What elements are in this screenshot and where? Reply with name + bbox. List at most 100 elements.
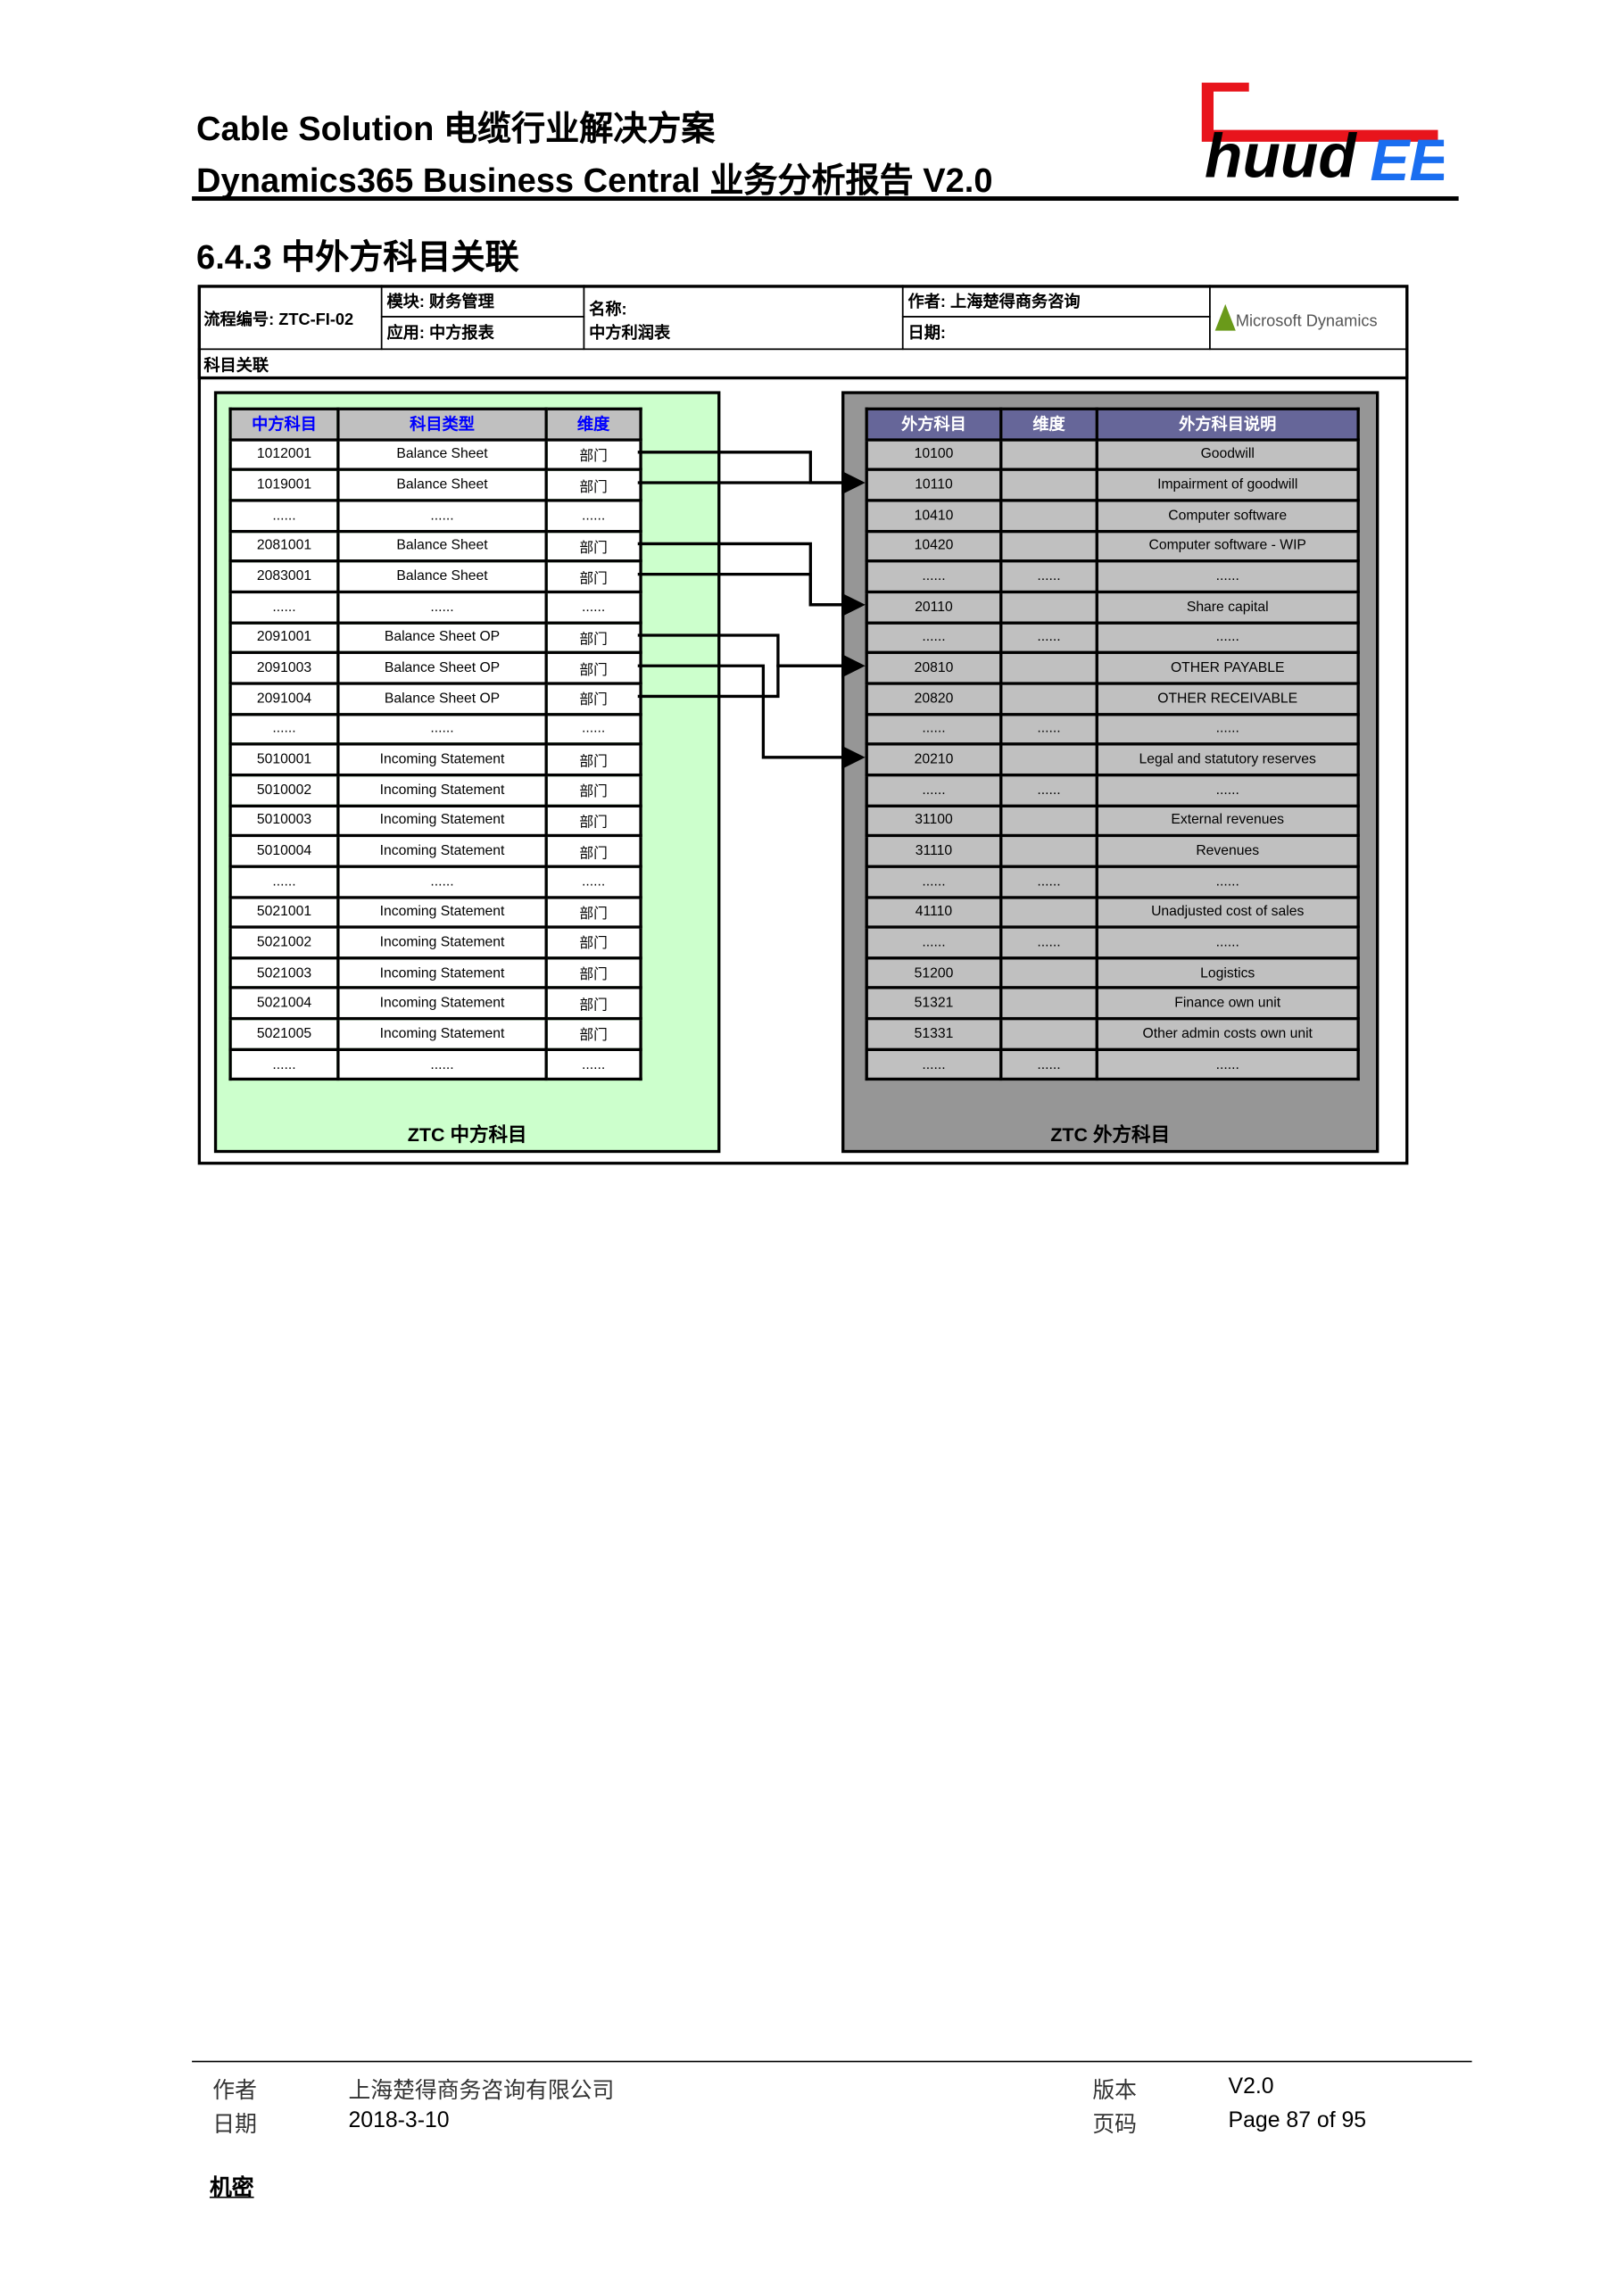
mapping-arrow: [637, 451, 866, 495]
table-cell: ......: [865, 620, 1003, 655]
table-cell: 20820: [865, 682, 1003, 716]
col-header: 维度: [544, 407, 642, 442]
col-header: 外方科目: [865, 407, 1003, 442]
table-cell: 部门: [544, 987, 642, 1021]
table-cell: 31110: [865, 834, 1003, 868]
table-cell: Balance Sheet OP: [336, 651, 548, 685]
foreign-account-row: 51321 Finance own unit: [865, 987, 1360, 1021]
subtitle: 科目关联: [197, 348, 1409, 380]
footer-version-value: V2.0: [1228, 2074, 1274, 2099]
table-cell: 31100: [865, 803, 1003, 838]
name-value: 中方利润表: [589, 324, 671, 343]
table-cell: 10420: [865, 529, 1003, 563]
table-cell: External revenues: [1095, 803, 1360, 838]
table-cell: 部门: [544, 559, 642, 593]
foreign-account-row: 31100 External revenues: [865, 803, 1360, 838]
table-cell: ......: [999, 865, 1098, 898]
header-title-2: Dynamics365 Business Central 业务分析报告 V2.0: [196, 161, 993, 200]
table-cell: ......: [999, 773, 1098, 807]
section-title: 6.4.3 中外方科目关联: [196, 237, 519, 277]
table-cell: ......: [865, 865, 1003, 898]
table-cell: ......: [544, 590, 642, 625]
footer-date-label: 日期: [212, 2112, 257, 2138]
table-cell: Finance own unit: [1095, 987, 1360, 1021]
table-cell: [999, 499, 1098, 533]
table-cell: 5010003: [228, 803, 340, 838]
table-cell: [999, 956, 1098, 990]
svg-text:EE: EE: [1370, 128, 1444, 186]
mapping-arrow: [637, 664, 866, 770]
table-cell: [999, 742, 1098, 777]
table-cell: 部门: [544, 651, 642, 685]
table-cell: 5010001: [228, 742, 340, 777]
foreign-account-row: ..................: [865, 865, 1360, 898]
table-cell: 5021005: [228, 1017, 340, 1051]
table-cell: 10100: [865, 437, 1003, 472]
table-cell: Incoming Statement: [336, 773, 548, 807]
table-cell: ......: [865, 712, 1003, 746]
table-cell: Incoming Statement: [336, 895, 548, 929]
foreign-account-row: ..................: [865, 773, 1360, 807]
table-cell: 5021004: [228, 987, 340, 1021]
table-cell: 20110: [865, 590, 1003, 625]
chinese-account-row: ..................: [228, 499, 642, 533]
table-cell: Impairment of goodwill: [1095, 468, 1360, 502]
table-cell: ......: [228, 590, 340, 625]
table-cell: ......: [544, 1047, 642, 1081]
col-header: 外方科目说明: [1095, 407, 1360, 442]
table-cell: [999, 895, 1098, 929]
table-cell: 部门: [544, 1017, 642, 1051]
table-cell: 部门: [544, 803, 642, 838]
table-cell: 2083001: [228, 559, 340, 593]
col-header: 科目类型: [336, 407, 548, 442]
table-cell: 51321: [865, 987, 1003, 1021]
table-cell: Legal and statutory reserves: [1095, 742, 1360, 777]
col-header: 维度: [999, 407, 1098, 442]
table-cell: [999, 803, 1098, 838]
table-cell: Balance Sheet: [336, 529, 548, 563]
footer-page-value: Page 87 of 95: [1228, 2107, 1367, 2133]
mapping-arrow: [637, 572, 866, 617]
table-cell: 5021002: [228, 925, 340, 960]
footer-date-value: 2018-3-10: [348, 2107, 450, 2133]
table-cell: ......: [865, 925, 1003, 960]
table-cell: 5021003: [228, 956, 340, 990]
table-cell: Balance Sheet: [336, 437, 548, 472]
foreign-account-row: ..................: [865, 559, 1360, 593]
dynamics-icon: [1214, 303, 1236, 331]
table-cell: 部门: [544, 834, 642, 868]
table-cell: Computer software - WIP: [1095, 529, 1360, 563]
table-cell: Balance Sheet OP: [336, 682, 548, 716]
table-cell: 20810: [865, 651, 1003, 685]
footer-rule: [192, 2060, 1472, 2063]
col-header: 中方科目: [228, 407, 340, 442]
table-cell: 2091003: [228, 651, 340, 685]
header-title-1: Cable Solution 电缆行业解决方案: [196, 109, 716, 148]
foreign-account-row: ..................: [865, 925, 1360, 960]
table-cell: Incoming Statement: [336, 925, 548, 960]
table-cell: [999, 468, 1098, 502]
table-cell: 10410: [865, 499, 1003, 533]
table-cell: OTHER RECEIVABLE: [1095, 682, 1360, 716]
table-cell: Other admin costs own unit: [1095, 1017, 1360, 1051]
table-cell: ......: [999, 1047, 1098, 1081]
header-rule: [192, 196, 1459, 202]
table-cell: ......: [336, 865, 548, 898]
foreign-account-row: ..................: [865, 712, 1360, 746]
